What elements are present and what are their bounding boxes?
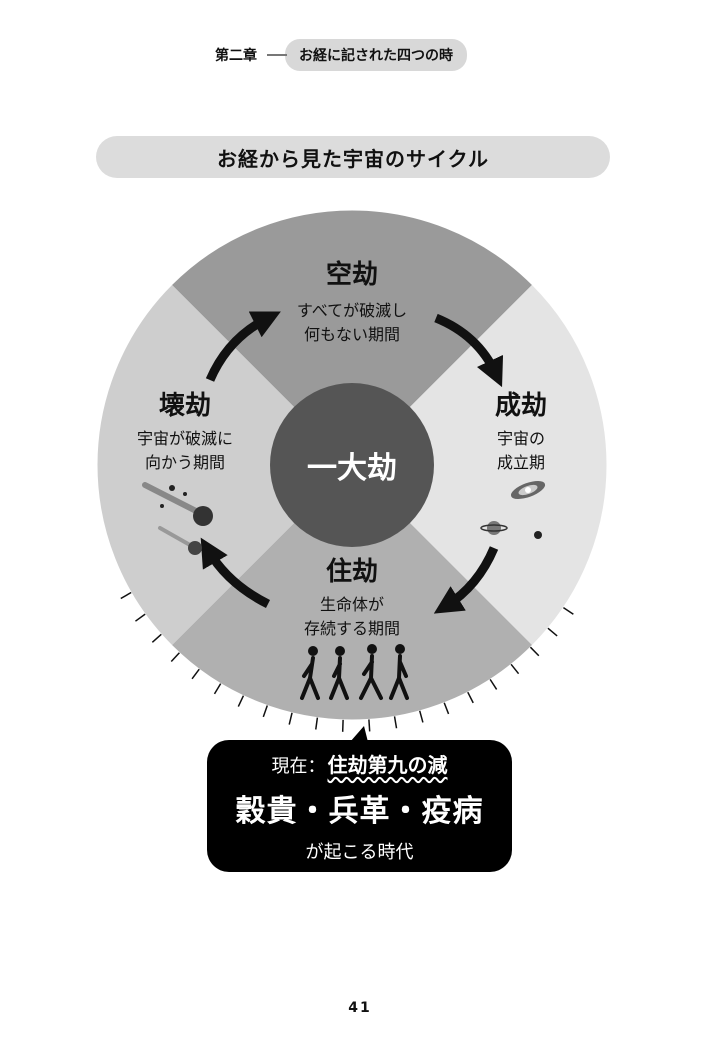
kalpa-top-desc2: 何もない期間 (304, 325, 400, 344)
timeline-tick (467, 691, 474, 704)
kalpa-right-desc1: 宇宙の (497, 429, 545, 448)
timeline-tick (368, 719, 371, 732)
center-label: 一大劫 (307, 451, 397, 486)
timeline-tick (315, 717, 319, 730)
arrow-bottom-to-left (200, 537, 271, 609)
kalpa-bottom-desc2: 存続する期間 (304, 619, 400, 638)
outer-ring (96, 209, 608, 721)
era-description: が起こる時代 (305, 841, 414, 863)
calamities-text: 穀貴・兵革・疫病 (235, 793, 484, 829)
kalpa-right-name: 成劫 (495, 391, 547, 421)
current-label: 現在： (271, 755, 326, 777)
chapter-header: 第二章 お経に記された四つの時 (215, 39, 467, 71)
kalpa-bottom-desc1: 生命体が (320, 595, 384, 614)
chapter-connector (267, 54, 287, 56)
timeline-tick (151, 633, 162, 643)
timeline-tick (120, 591, 132, 600)
kalpa-left-desc1: 宇宙が破滅に (137, 429, 233, 448)
meteor-illustration (142, 482, 213, 555)
kalpa-top-desc1: すべてが破滅し (297, 301, 407, 320)
timeline-tick (547, 627, 558, 637)
timeline-tick (135, 613, 146, 622)
kalpa-top-name: 空劫 (326, 259, 378, 290)
timeline-tick (262, 705, 269, 718)
timeline-tick (529, 646, 540, 657)
timeline-tick (191, 668, 200, 680)
kalpa-left-desc2: 向かう期間 (145, 453, 225, 472)
timeline-ticks (120, 591, 574, 732)
page-number: 41 (348, 1000, 372, 1016)
diagram-title: お経から見た宇宙のサイクル (96, 136, 610, 178)
arrow-right-to-bottom (433, 546, 499, 614)
arrow-left-to-top (205, 311, 281, 382)
kalpa-right-desc2: 成立期 (497, 453, 545, 472)
kalpa-left-name: 壊劫 (159, 391, 211, 421)
human-evolution-illustration (300, 644, 409, 700)
timeline-tick (213, 683, 222, 695)
timeline-tick (443, 702, 450, 715)
section-title: お経に記された四つの時 (285, 39, 467, 71)
center-disc (270, 383, 434, 547)
timeline-tick (288, 712, 293, 725)
timeline-tick (393, 716, 398, 729)
timeline-tick (489, 678, 498, 690)
timeline-tick (418, 710, 424, 723)
timeline-tick (562, 606, 574, 615)
planet-illustration (480, 521, 542, 539)
current-era-callout: 現在： 住劫第九の減 穀貴・兵革・疫病 が起こる時代 (207, 740, 512, 872)
chapter-label: 第二章 (215, 48, 257, 64)
timeline-tick (510, 663, 520, 675)
callout-pointer (350, 726, 368, 742)
kalpa-bottom-name: 住劫 (326, 556, 378, 587)
timeline-tick (170, 652, 180, 663)
current-era-line: 現在： 住劫第九の減 (272, 749, 448, 778)
arrow-top-to-right (434, 313, 504, 388)
current-value: 住劫第九の減 (327, 752, 448, 777)
timeline-tick (237, 695, 245, 707)
galaxy-illustration (510, 480, 546, 500)
